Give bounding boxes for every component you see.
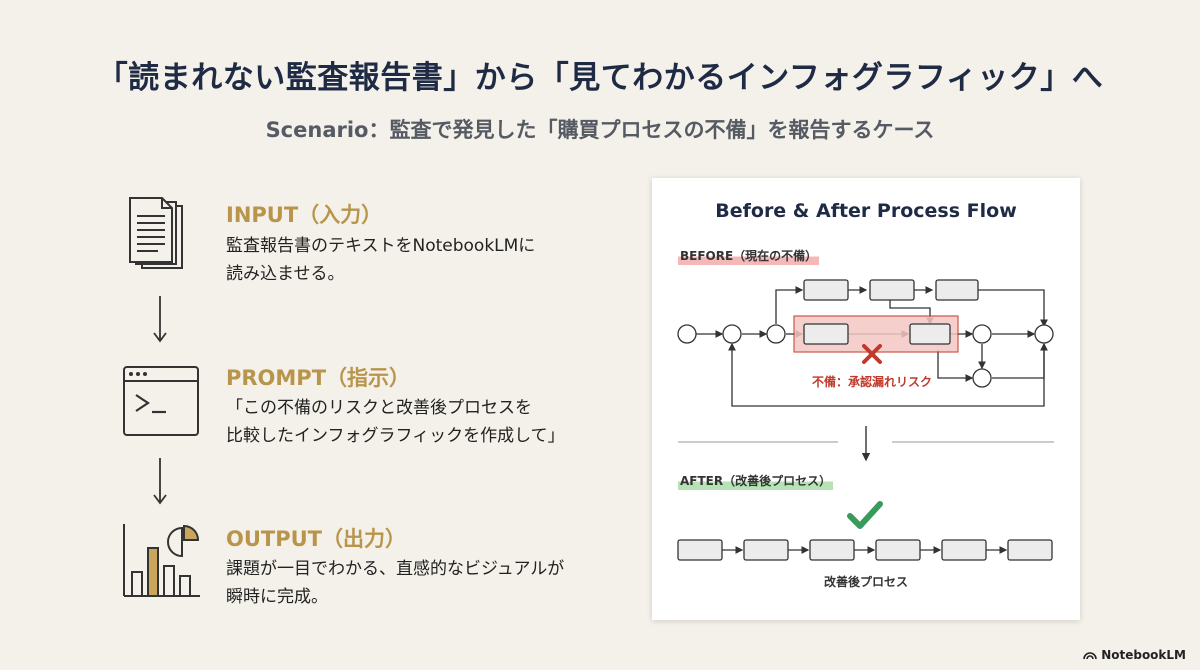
after-label: AFTER（改善後プロセス） [678,471,834,490]
step-output-heading: OUTPUT（出力） [226,527,406,551]
step-input-body-line: 読み込ませる。 [226,264,345,284]
before-label: BEFORE（現在の不備） [678,246,820,265]
bar-pie-chart-icon [123,524,200,597]
process-flow-diagram [677,279,1054,561]
before-step-box [909,323,951,345]
document-stack-icon [129,197,183,269]
after-step-box [743,539,789,561]
before-step-box [803,323,849,345]
before-node [677,324,697,344]
step-prompt-heading: PROMPT（指示） [226,366,411,390]
after-step-box [941,539,987,561]
before-node [766,324,786,344]
step-prompt-body-line: 比較したインフォグラフィックを作成して」 [226,426,565,446]
arrow-down-icon [153,296,167,343]
arrow-down-icon [153,458,167,505]
step-output-body-line: 瞬時に完成。 [226,587,328,607]
after-step-box [677,539,723,561]
check-icon [847,501,883,529]
step-prompt-body-line: 「この不備のリスクと改善後プロセスを [226,398,532,418]
process-flow-card: Before & After Process Flow BEFORE（現在の不備… [652,178,1080,620]
defect-label: 不備：承認漏れリスク [812,375,933,389]
before-node [972,368,992,388]
page-subtitle: Scenario：監査で発見した「購買プロセスの不備」を報告するケース [265,118,935,142]
after-step-box [875,539,921,561]
step-output-body: 課題が一目でわかる、直感的なビジュアルが 瞬時に完成。 [226,555,606,611]
before-node [972,324,992,344]
terminal-window-icon [123,366,199,436]
step-input-body: 監査報告書のテキストをNotebookLMに 読み込ませる。 [226,232,606,288]
before-step-box [935,279,979,301]
before-node [1034,324,1054,344]
step-prompt-body: 「この不備のリスクと改善後プロセスを 比較したインフォグラフィックを作成して」 [226,394,606,450]
brand-logo: NotebookLM [1083,648,1186,662]
brand-name: NotebookLM [1101,648,1186,662]
after-step-box [809,539,855,561]
before-step-box [803,279,849,301]
step-input-heading: INPUT（入力） [226,203,383,227]
diagram-title: Before & After Process Flow [715,200,1017,222]
defect-x-icon [862,344,882,364]
before-node [722,324,742,344]
step-input-body-line: 監査報告書のテキストをNotebookLMに [226,236,536,256]
notebooklm-logo-icon [1083,652,1097,660]
step-output-body-line: 課題が一目でわかる、直感的なビジュアルが [226,559,565,579]
after-step-box [1007,539,1053,561]
page-title: 「読まれない監査報告書」から「見てわかるインフォグラフィック」へ [96,60,1104,96]
after-caption: 改善後プロセス [823,575,908,589]
before-step-box [869,279,915,301]
